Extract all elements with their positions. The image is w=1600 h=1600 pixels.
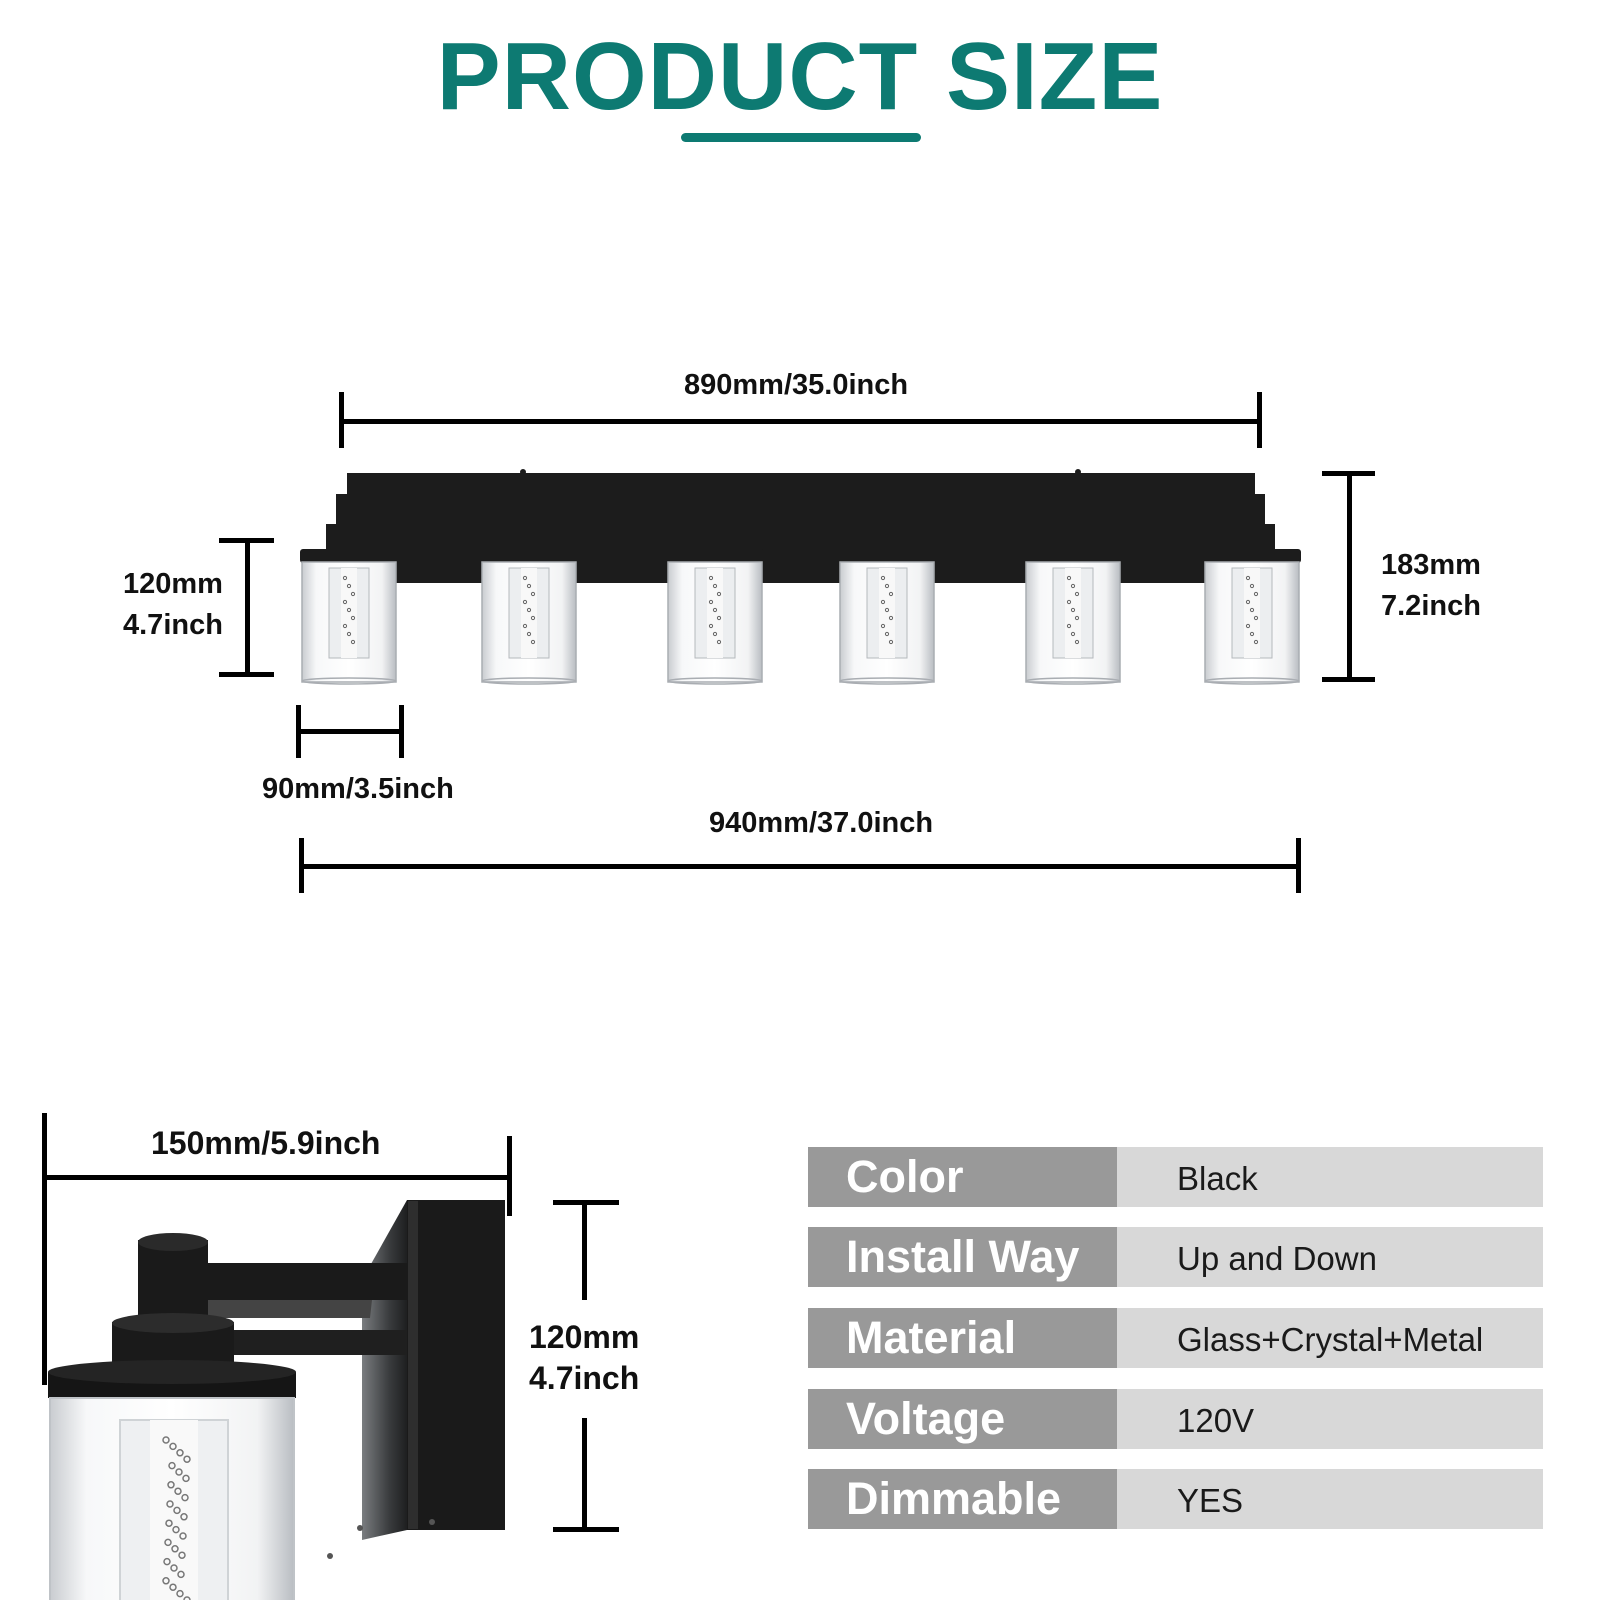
bubble <box>168 1461 176 1470</box>
shade-group <box>300 494 1301 685</box>
page-title: PRODUCT SIZE <box>436 23 1164 130</box>
shade-2 <box>480 494 578 685</box>
shade-4 <box>838 494 936 685</box>
bubble <box>177 1570 185 1579</box>
shade-width-label: 90mm/3.5inch <box>262 773 454 805</box>
extension-label: 150mm/5.9inch <box>151 1125 381 1161</box>
bubble <box>183 1455 191 1463</box>
bubble <box>175 1468 183 1476</box>
bubble <box>169 1583 177 1591</box>
bubble <box>179 1532 187 1540</box>
dimension-lines <box>219 392 1375 893</box>
bubble <box>162 1436 170 1444</box>
side-height-in-label: 4.7inch <box>529 1360 640 1396</box>
bubble <box>183 1596 191 1600</box>
bubble <box>176 1449 184 1457</box>
side-height-mm-label: 120mm <box>529 1319 640 1355</box>
shade-height-in-label: 4.7inch <box>123 609 223 641</box>
total-height-in-label: 7.2inch <box>1381 590 1481 622</box>
shade-5 <box>1024 494 1122 685</box>
shade-height-mm-label: 120mm <box>123 568 223 600</box>
bubble <box>173 1506 181 1515</box>
bubble <box>178 1551 186 1559</box>
shade-3 <box>666 494 764 685</box>
side-dimension-lines <box>42 1113 619 1532</box>
bubble <box>170 1564 178 1572</box>
side-view <box>48 1200 505 1600</box>
bubble <box>181 1493 189 1502</box>
bubble <box>166 1500 174 1508</box>
bubble <box>169 1442 177 1451</box>
total-width-label: 940mm/37.0inch <box>709 807 934 839</box>
bubble <box>182 1474 190 1483</box>
bubble <box>172 1525 180 1534</box>
bubble <box>162 1577 170 1585</box>
bubble <box>164 1538 172 1547</box>
total-height-mm-label: 183mm <box>1381 549 1481 581</box>
shade-6 <box>1203 494 1301 685</box>
bubble <box>163 1557 171 1566</box>
bubble <box>171 1545 179 1553</box>
bubble <box>180 1513 188 1521</box>
bubble <box>165 1519 173 1527</box>
backplate-width-label: 890mm/35.0inch <box>684 369 909 401</box>
bubble <box>167 1481 175 1489</box>
shade-1 <box>300 494 398 685</box>
bubble <box>174 1487 182 1495</box>
bubble <box>176 1589 184 1598</box>
title-underline <box>681 133 921 142</box>
